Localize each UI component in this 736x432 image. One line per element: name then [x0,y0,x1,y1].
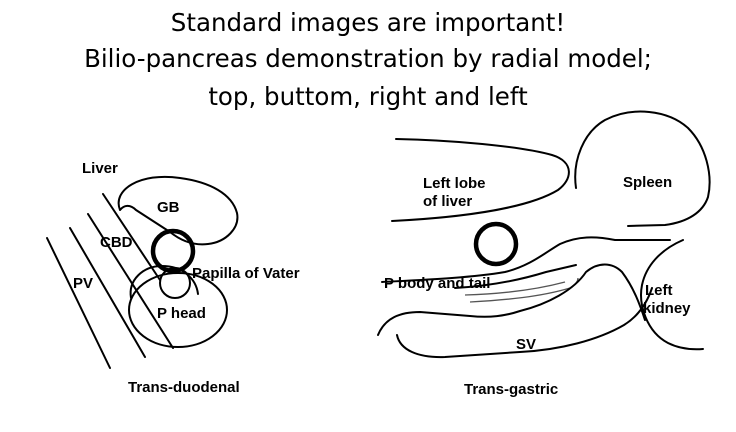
label-left-lobe-line1: Left lobe [423,175,486,192]
pv-line-right [87,213,174,349]
sv-contour [377,263,646,336]
title-line-1: Standard images are important! [170,8,566,37]
title-line-3: top, buttom, right and left [208,82,528,111]
trans-gastric-diagram: Left lobe of liver Spleen P body and tai… [377,110,711,398]
label-p-body: P body and tail [384,275,490,292]
label-sv: SV [516,336,536,353]
label-left-kidney-line1: Left [645,282,673,299]
caption-trans-gastric: Trans-gastric [464,381,558,398]
label-spleen: Spleen [623,174,672,191]
ultrasound-probe-circle-gastric [473,221,519,267]
left-lobe-liver-outline [391,138,570,222]
pv-line-mid [69,227,146,358]
label-p-head: P head [157,305,206,322]
label-papilla: Papilla of Vater [192,265,300,282]
pancreas-head-outline [128,272,228,348]
label-left-lobe-line2: of liver [423,193,472,210]
cbd-duct [102,193,161,281]
pancreas-lower-contour [396,287,653,359]
ultrasound-probe-circle [150,228,196,274]
trans-duodenal-diagram: Liver GB CBD PV Papilla of Vater P head … [46,160,300,396]
pv-line-left [46,237,111,369]
pancreatic-duct-line-1 [464,281,566,296]
label-left-kidney-line2: kidney [643,300,691,317]
papilla-circle [159,267,191,299]
label-pv: PV [73,275,93,292]
spleen-outline [574,110,711,227]
label-gb: GB [157,199,180,216]
label-liver: Liver [82,160,118,177]
pancreas-upper-contour [381,236,671,283]
label-cbd: CBD [100,234,133,251]
title-line-2: Bilio-pancreas demonstration by radial m… [84,44,652,73]
gallbladder-outline [117,175,239,246]
pancreas-inner-line [454,264,577,289]
left-kidney-outline [640,239,704,351]
caption-trans-duodenal: Trans-duodenal [128,379,240,396]
